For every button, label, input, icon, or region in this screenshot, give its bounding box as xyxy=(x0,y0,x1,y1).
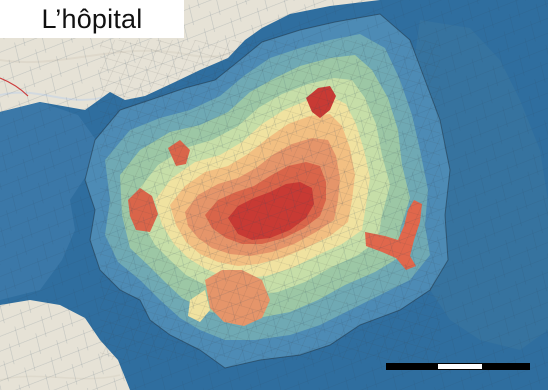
red-boundary-line xyxy=(0,77,29,97)
scale-bar xyxy=(386,363,530,370)
study-area-boundary xyxy=(84,13,451,369)
map-title-text: L’hôpital xyxy=(41,3,143,34)
scale-bar-white-segment xyxy=(438,364,482,369)
map-title: L’hôpital xyxy=(0,0,184,38)
